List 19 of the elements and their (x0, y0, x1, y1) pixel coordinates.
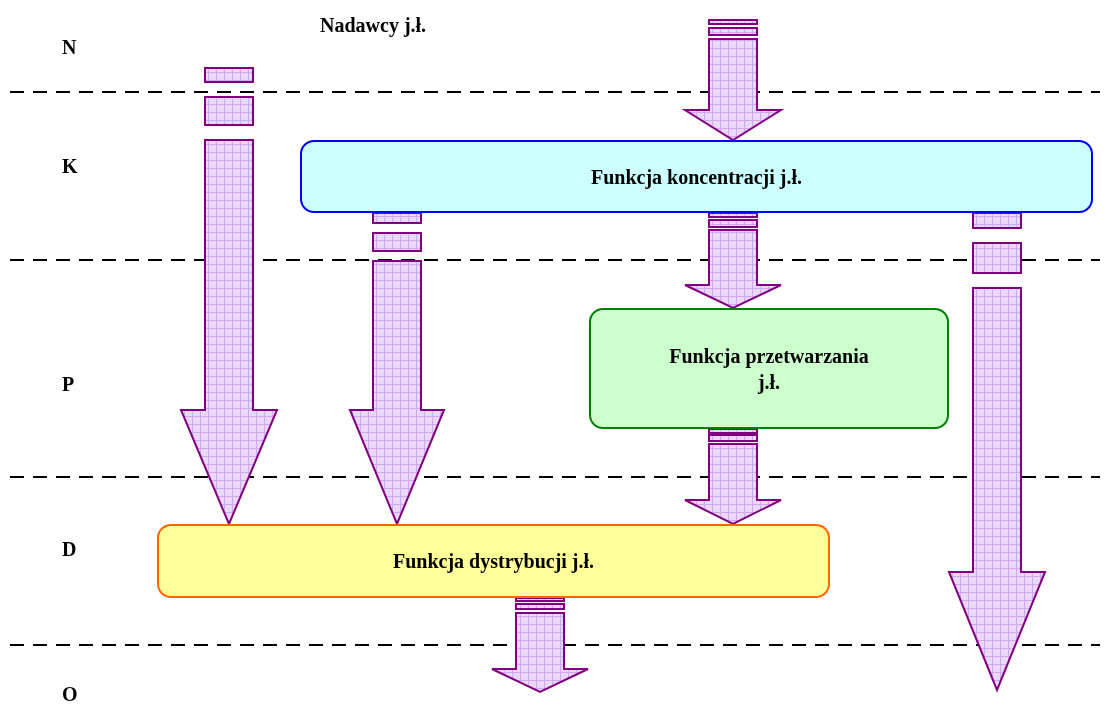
block-arrow (684, 212, 782, 310)
zone-letter: P (62, 373, 75, 396)
function-box (157, 524, 830, 598)
block-arrow (348, 212, 446, 527)
block-arrow (947, 212, 1047, 693)
senders-label: Nadawcy j.ł. (320, 14, 427, 37)
function-label: Funkcja przetwarzania j.ł. (668, 343, 870, 395)
zone-letter: O (62, 683, 78, 705)
zone-letter: N (62, 36, 77, 59)
function-label: Funkcja dystrybucji j.ł. (392, 549, 595, 574)
block-arrow (684, 428, 782, 526)
block-arrow (491, 597, 589, 694)
block-arrow (681, 19, 785, 142)
block-arrow (179, 67, 279, 527)
function-box (589, 308, 949, 429)
function-label: Funkcja koncentracji j.ł. (590, 164, 803, 190)
zone-letter: D (62, 538, 77, 561)
zone-letter: K (62, 155, 78, 178)
function-box (300, 140, 1093, 213)
